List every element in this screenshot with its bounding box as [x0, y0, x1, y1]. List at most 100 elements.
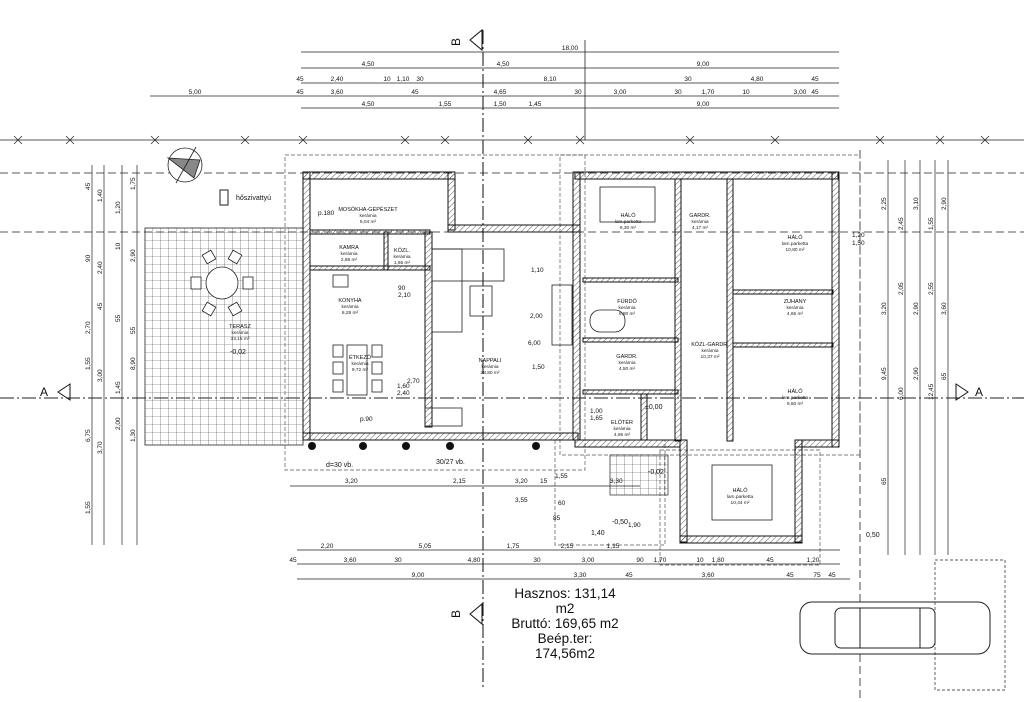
dimension-value: 45: [828, 572, 836, 579]
dimension-value: 1,50: [494, 101, 507, 108]
dimension-value: 3,20: [881, 302, 888, 315]
room-material: lam.parketta: [782, 395, 809, 401]
room-material: kerámia: [786, 305, 803, 311]
dimension-value: 5,05: [419, 543, 432, 550]
dimension-value: 3,60: [344, 557, 357, 564]
room-material: kerámia: [340, 251, 357, 257]
level-level-stairs: -0,50: [612, 519, 628, 526]
room-area: 9,30 m²: [620, 225, 637, 231]
room-name: GARDR.: [616, 354, 638, 360]
dimension-value: 2,00: [115, 417, 122, 430]
level-level-step: 1,40: [591, 530, 605, 537]
dimension-value: 5,00: [189, 89, 202, 96]
axis-cross: [400, 135, 410, 145]
dimension-value: 30: [684, 76, 692, 83]
car-icon: [799, 601, 991, 655]
room-material: kerámia: [341, 304, 358, 310]
room-area: 10,37 m²: [701, 354, 720, 360]
door-dimension: 2,70: [407, 378, 420, 385]
heat-pump-label: hőszivattyú: [236, 195, 271, 202]
room-name: HÁLÓ: [733, 487, 749, 494]
dimension-value: 2,15: [453, 478, 466, 485]
dimension-value: 1,10: [397, 76, 410, 83]
room-name: ÉTKEZŐ: [349, 354, 372, 361]
axis-cross: [875, 135, 885, 145]
room-area: 4,17 m²: [692, 225, 709, 231]
room-area: 2,88 m²: [341, 257, 358, 263]
door-dimension: 90: [398, 285, 406, 292]
dimension-value: 2,55: [928, 282, 935, 295]
room-material: kerámia: [481, 364, 498, 370]
dimension-value: 1,55: [555, 473, 568, 480]
room-name: HÁLÓ: [788, 388, 804, 395]
room-name: KÖZL.: [394, 247, 410, 254]
level-level-right: 0,50: [866, 532, 880, 539]
room-material: kerámia: [613, 426, 630, 432]
room-name: FÜRDŐ: [617, 298, 637, 305]
room-material: lam.parketta: [615, 219, 642, 225]
door-dimension: 1,00: [590, 408, 603, 415]
dimension-value: 1,40: [97, 189, 104, 202]
dimension-value: 1,75: [130, 177, 137, 190]
door-dimension: 2,10: [398, 292, 411, 299]
room-material: kerámia: [393, 254, 410, 260]
dimension-value: 1,20: [807, 557, 820, 564]
dimension-value: 45: [625, 572, 633, 579]
axis-cross: [685, 135, 695, 145]
dimension-value: 1,55: [85, 357, 92, 370]
dimension-value: 15: [540, 478, 548, 485]
axis-cross: [980, 135, 990, 145]
dimension-value: 4,80: [468, 557, 481, 564]
door-dimension: 1,20: [852, 232, 865, 239]
room-material: lam.parketta: [782, 241, 809, 247]
furniture: [332, 186, 773, 521]
room-material: kerámia: [359, 213, 376, 219]
dimension-value: 3,00: [614, 89, 627, 96]
dimension-value: 4,65: [494, 89, 507, 96]
axis-cross: [240, 135, 250, 145]
section-a-right: A: [975, 385, 983, 399]
dimension-value: 10: [742, 89, 750, 96]
dimension-value: 2,40: [331, 76, 344, 83]
dimension-value: 10: [696, 557, 704, 564]
dimension-value: 30: [416, 76, 424, 83]
room-area: 1,65 m²: [394, 260, 411, 266]
room-area: 10,44 m²: [731, 500, 750, 506]
section-a-left: A: [40, 385, 48, 399]
room-name: NAPPALI: [479, 358, 502, 364]
dimension-value: 3,30: [574, 572, 587, 579]
room-material: kerámia: [351, 361, 368, 367]
room-material: kerámia: [701, 348, 718, 354]
dimension-value: 1,55: [928, 217, 935, 230]
north-arrow-icon: [166, 146, 203, 184]
door-dimension: 1,10: [531, 267, 544, 274]
room-material: kerámia: [618, 360, 635, 366]
room-area: 9,60 m²: [787, 401, 804, 407]
dimension-value: 1,75: [507, 543, 520, 550]
room-name: KONYHA: [338, 298, 362, 304]
entrance-stairs: [609, 454, 669, 496]
dimension-value: 65: [881, 477, 888, 485]
room-material: kerámia: [231, 330, 248, 336]
axis-cross: [575, 135, 585, 145]
carport-outline: [934, 559, 1006, 691]
room-name: MOSÓKHA-GÉPÉSZET: [338, 206, 398, 213]
dimension-value: 2,45: [898, 217, 905, 230]
room-area: 28,80 m²: [481, 370, 500, 376]
room-name: TERASZ: [229, 324, 251, 330]
level-level-0: ±0,00: [645, 404, 663, 411]
dimension-value: 45: [411, 89, 419, 96]
dimension-value: 45: [296, 89, 304, 96]
dimension-value: 45: [85, 182, 92, 190]
dimension-value: 9,00: [697, 101, 710, 108]
dimension-value: 4,50: [362, 101, 375, 108]
dimension-value: 9,00: [412, 572, 425, 579]
area-summary: Hasznos: 131,14 m2 Bruttó: 169,65 m2 Beé…: [510, 586, 620, 661]
dimension-value: 2,15: [561, 543, 574, 550]
dimension-value: 2,90: [913, 302, 920, 315]
dimension-value: 2,90: [941, 197, 948, 210]
dimension-value: 3,60: [331, 89, 344, 96]
dimension-value: 1,55: [439, 101, 452, 108]
axis-cross: [523, 135, 533, 145]
